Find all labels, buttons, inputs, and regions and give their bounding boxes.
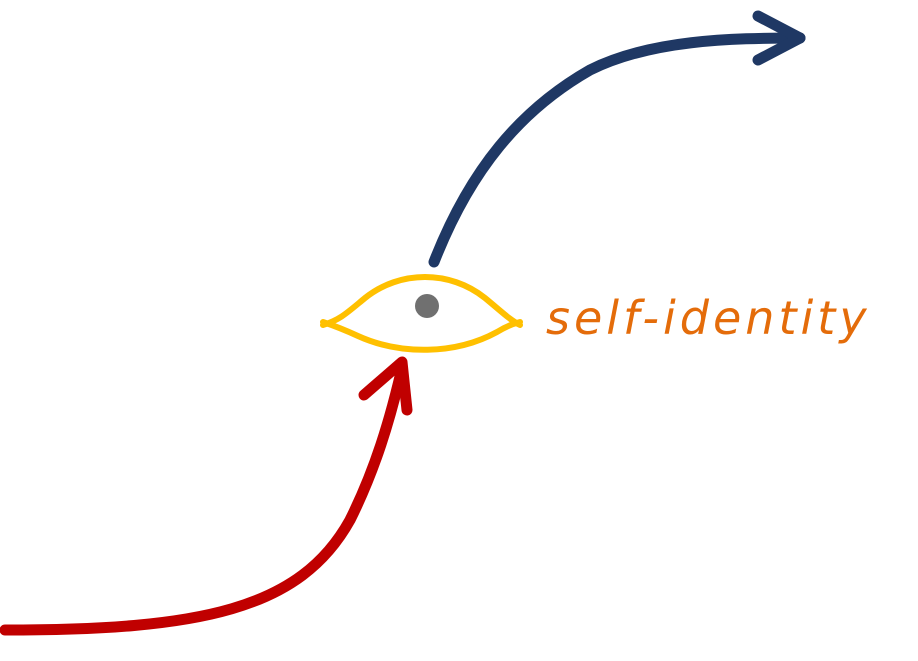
eye-outline-upper [320,274,523,328]
incoming-arrow [0,356,413,636]
incoming-arrow-shaft [0,362,408,636]
outgoing-arrow-shaft [428,32,806,268]
eye-pupil [415,294,439,318]
eye-icon [320,274,523,353]
eye-outline-lower [320,319,523,353]
outgoing-arrow-head [752,10,806,66]
incoming-arrow-head [358,356,413,416]
self-identity-label: self-identity [546,291,871,345]
outgoing-arrow [428,10,806,268]
